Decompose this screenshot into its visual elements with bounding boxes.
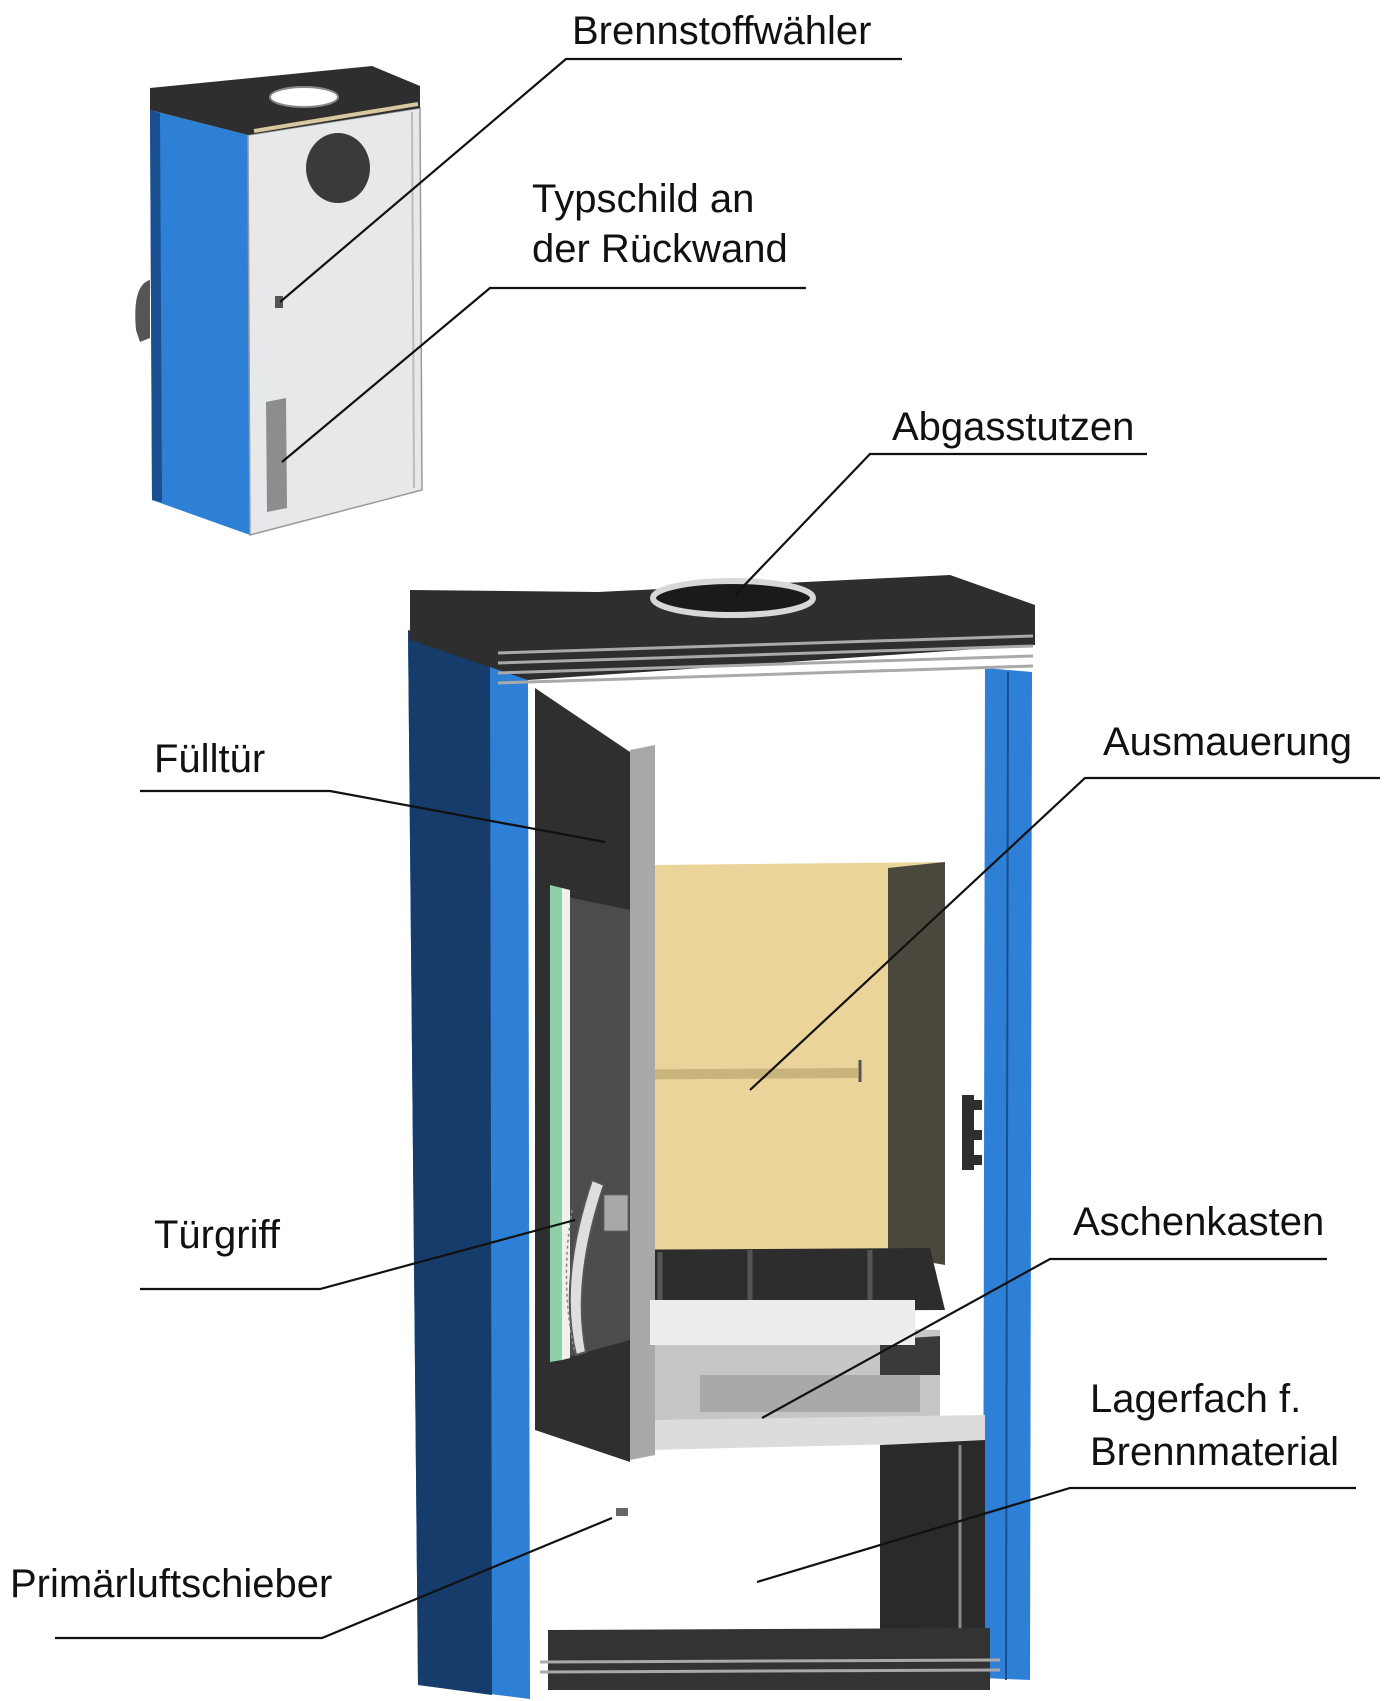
main-top-plate (410, 575, 1035, 680)
flue-outlet (650, 578, 816, 618)
rear-view-stove (135, 66, 423, 536)
label-flue-outlet: Abgasstutzen (892, 405, 1134, 449)
rear-side-handle (135, 280, 150, 342)
leader-door-handle (140, 1218, 576, 1291)
door-handle (568, 1178, 606, 1357)
leader-lining (749, 776, 1380, 1091)
grate (575, 1248, 945, 1312)
firebrick-lining (655, 862, 945, 1252)
label-lining: Ausmauerung (1103, 720, 1352, 764)
label-fuel-selector: Brennstoffwähler (572, 9, 871, 53)
leader-lines (55, 57, 1380, 1640)
type-plate (266, 398, 287, 512)
rear-flue-port (306, 133, 370, 203)
rear-flue-opening (269, 86, 339, 108)
fuel-selector-knob (275, 296, 283, 308)
primary-air-slider-knob (616, 1508, 628, 1516)
label-storage-line1: Lagerfach f. (1090, 1377, 1301, 1421)
rear-blue-side (150, 110, 250, 535)
label-primary-air-slider: Primärluftschieber (10, 1562, 332, 1606)
leader-flue-outlet (734, 452, 1147, 596)
label-door-handle: Türgriff (154, 1213, 281, 1257)
leader-ash-box (761, 1257, 1327, 1419)
firebox-right-wall (888, 862, 945, 1265)
leader-type-plate (281, 286, 806, 463)
top-grooves (497, 634, 1034, 685)
label-type-plate-line1: Typschild an (532, 177, 754, 221)
leader-fuel-selector (279, 57, 902, 303)
leader-refill-door (140, 789, 606, 844)
glass-edge (550, 885, 562, 1362)
base-plate (548, 1628, 990, 1690)
storage-compartment (880, 1440, 985, 1650)
label-type-plate-line2: der Rückwand (532, 227, 788, 271)
leader-primary-air (55, 1516, 613, 1640)
main-stove (408, 575, 1035, 1699)
door-frame-post (630, 745, 655, 1460)
shelf-divider (650, 1415, 985, 1450)
door-latch (962, 1095, 974, 1170)
leader-storage (756, 1486, 1356, 1584)
label-storage-line2: Brennmaterial (1090, 1430, 1339, 1474)
label-refill-door: Fülltür (154, 737, 265, 781)
left-blue-side-shadow (408, 630, 492, 1695)
label-ash-box: Aschenkasten (1073, 1200, 1324, 1244)
